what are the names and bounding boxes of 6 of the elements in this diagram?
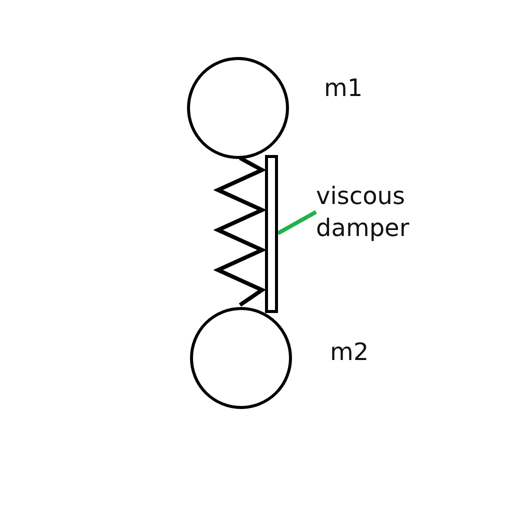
leader-line (277, 210, 317, 235)
damper-label: viscous damper (316, 180, 426, 244)
mass-label: m1 (324, 73, 363, 104)
mass-circle (190, 307, 292, 409)
damper-bar (265, 155, 278, 313)
mass-label: m2 (330, 337, 369, 368)
